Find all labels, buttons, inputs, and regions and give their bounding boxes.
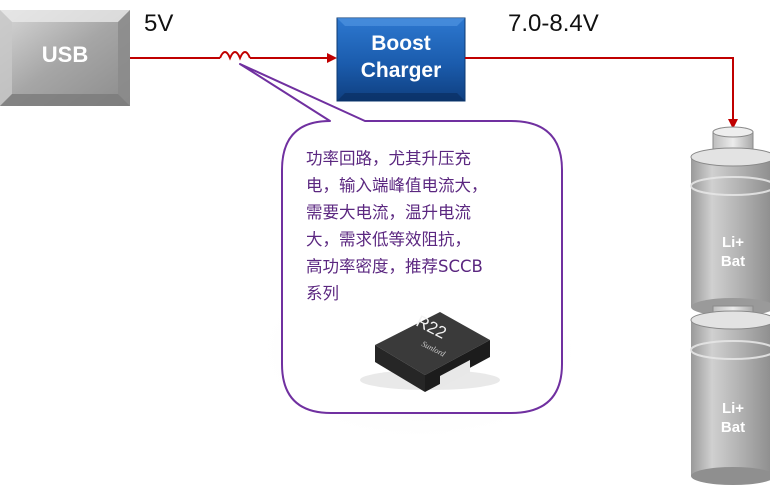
battery-2-label-line1: Li+ [721, 400, 745, 417]
battery-1-label: Li+ Bat [703, 233, 763, 271]
callout-line: 大，需求低等效阻抗， [306, 230, 471, 249]
battery-stack [690, 126, 770, 485]
callout-bubble [239, 63, 563, 414]
input-voltage-label: 5V [144, 10, 174, 37]
battery-1-label-line2: Bat [720, 253, 746, 270]
usb-block [0, 10, 130, 106]
charger-label-line1: Boost [371, 32, 431, 55]
battery-2-label: Li+ Bat [703, 399, 763, 437]
callout-line: 系列 [306, 284, 339, 303]
callout-text: 功率回路，尤其升压充 电，输入端峰值电流大， 需要大电流，温升电流 大，需求低等… [306, 145, 532, 307]
inductor-component-image: R22 Sunlord [360, 312, 500, 392]
battery-2-label-line2: Bat [720, 419, 746, 436]
callout-line: 需要大电流，温升电流 [306, 203, 471, 222]
callout-line: 功率回路，尤其升压充 [306, 149, 471, 168]
callout-line: 电，输入端峰值电流大， [306, 176, 488, 195]
inductor-symbol [219, 51, 251, 61]
usb-label: USB [41, 42, 89, 67]
callout-line: 高功率密度，推荐SCCB [306, 257, 483, 276]
charger-label-line2: Charger [360, 59, 442, 82]
battery-cell-1 [690, 147, 770, 316]
battery-1-label-line1: Li+ [721, 234, 745, 251]
battery-cell-2 [690, 310, 770, 485]
output-voltage-label: 7.0-8.4V [508, 10, 599, 37]
wire-charger-to-battery [465, 57, 738, 129]
boost-charger-block [336, 17, 466, 102]
